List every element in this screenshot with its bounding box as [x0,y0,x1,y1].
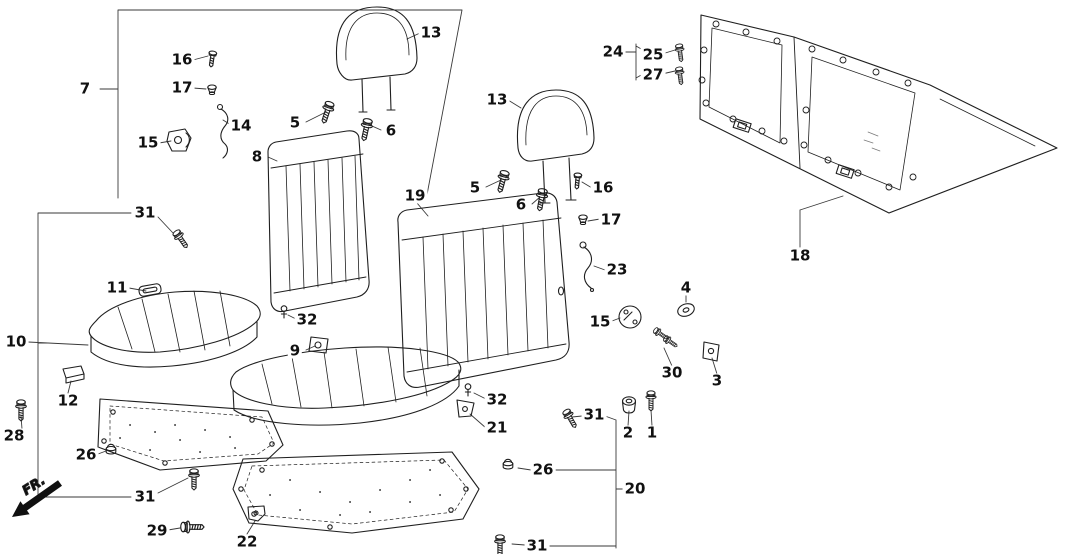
strap-11 [138,283,162,297]
part-label-31: 31 [132,487,158,506]
hardware-group [15,42,720,554]
seatback-left [267,130,370,313]
part-label-5: 5 [287,113,303,132]
part-label-2: 2 [620,423,636,442]
part-label-16: 16 [169,50,195,69]
part-label-15: 15 [135,133,161,152]
fr-arrow-icon [12,480,62,517]
part-label-14: 14 [228,116,254,135]
bracket-21 [456,399,475,418]
part-label-21: 21 [484,418,510,437]
clip-22 [247,505,266,522]
part-label-31: 31 [524,536,550,554]
seat-cushion-left [88,290,261,368]
headrest-right [516,89,595,204]
part-label-15: 15 [587,312,613,331]
part-label-3: 3 [709,371,725,390]
guide-wire-14 [216,103,229,159]
seatback-right [397,192,570,388]
part-label-20: 20 [622,479,648,498]
base-panel-right [232,451,480,534]
part-label-13: 13 [418,23,444,42]
hinge-9 [308,336,329,354]
part-label-17: 17 [598,210,624,229]
part-label-30: 30 [659,363,685,382]
part-label-6: 6 [513,195,529,214]
part-label-27: 27 [640,65,666,84]
part-label-1: 1 [644,423,660,442]
part-label-24: 24 [600,42,626,61]
part-label-32: 32 [484,390,510,409]
part-label-16: 16 [590,178,616,197]
part-label-17: 17 [169,78,195,97]
part-label-6: 6 [383,121,399,140]
part-label-7: 7 [77,79,93,98]
striker-15-right [618,305,642,329]
rear-panel [698,14,1058,214]
part-label-32: 32 [294,310,320,329]
part-label-19: 19 [402,186,428,205]
part-label-31: 31 [132,203,158,222]
part-label-18: 18 [787,246,813,265]
part-label-5: 5 [467,178,483,197]
bracket-12 [62,365,85,384]
part-label-9: 9 [287,341,303,360]
part-label-11: 11 [104,278,130,297]
part-label-4: 4 [678,278,694,297]
base-panel-left [97,398,284,471]
latch-rod-23 [579,241,595,293]
part-label-8: 8 [249,147,265,166]
part-label-10: 10 [3,332,29,351]
part-label-25: 25 [640,45,666,64]
washer-4 [677,303,695,317]
latch-15-left [166,128,192,152]
part-label-29: 29 [144,521,170,540]
part-label-22: 22 [234,532,260,551]
part-label-23: 23 [604,260,630,279]
headrest-left [335,6,418,113]
part-label-12: 12 [55,391,81,410]
part-label-26: 26 [530,460,556,479]
part-label-31: 31 [581,405,607,424]
part-label-26: 26 [73,445,99,464]
bushing-2 [621,396,637,414]
part-label-13: 13 [484,90,510,109]
part-label-28: 28 [1,426,27,445]
seat-cushion-right [230,346,462,426]
bracket-3 [702,341,720,362]
